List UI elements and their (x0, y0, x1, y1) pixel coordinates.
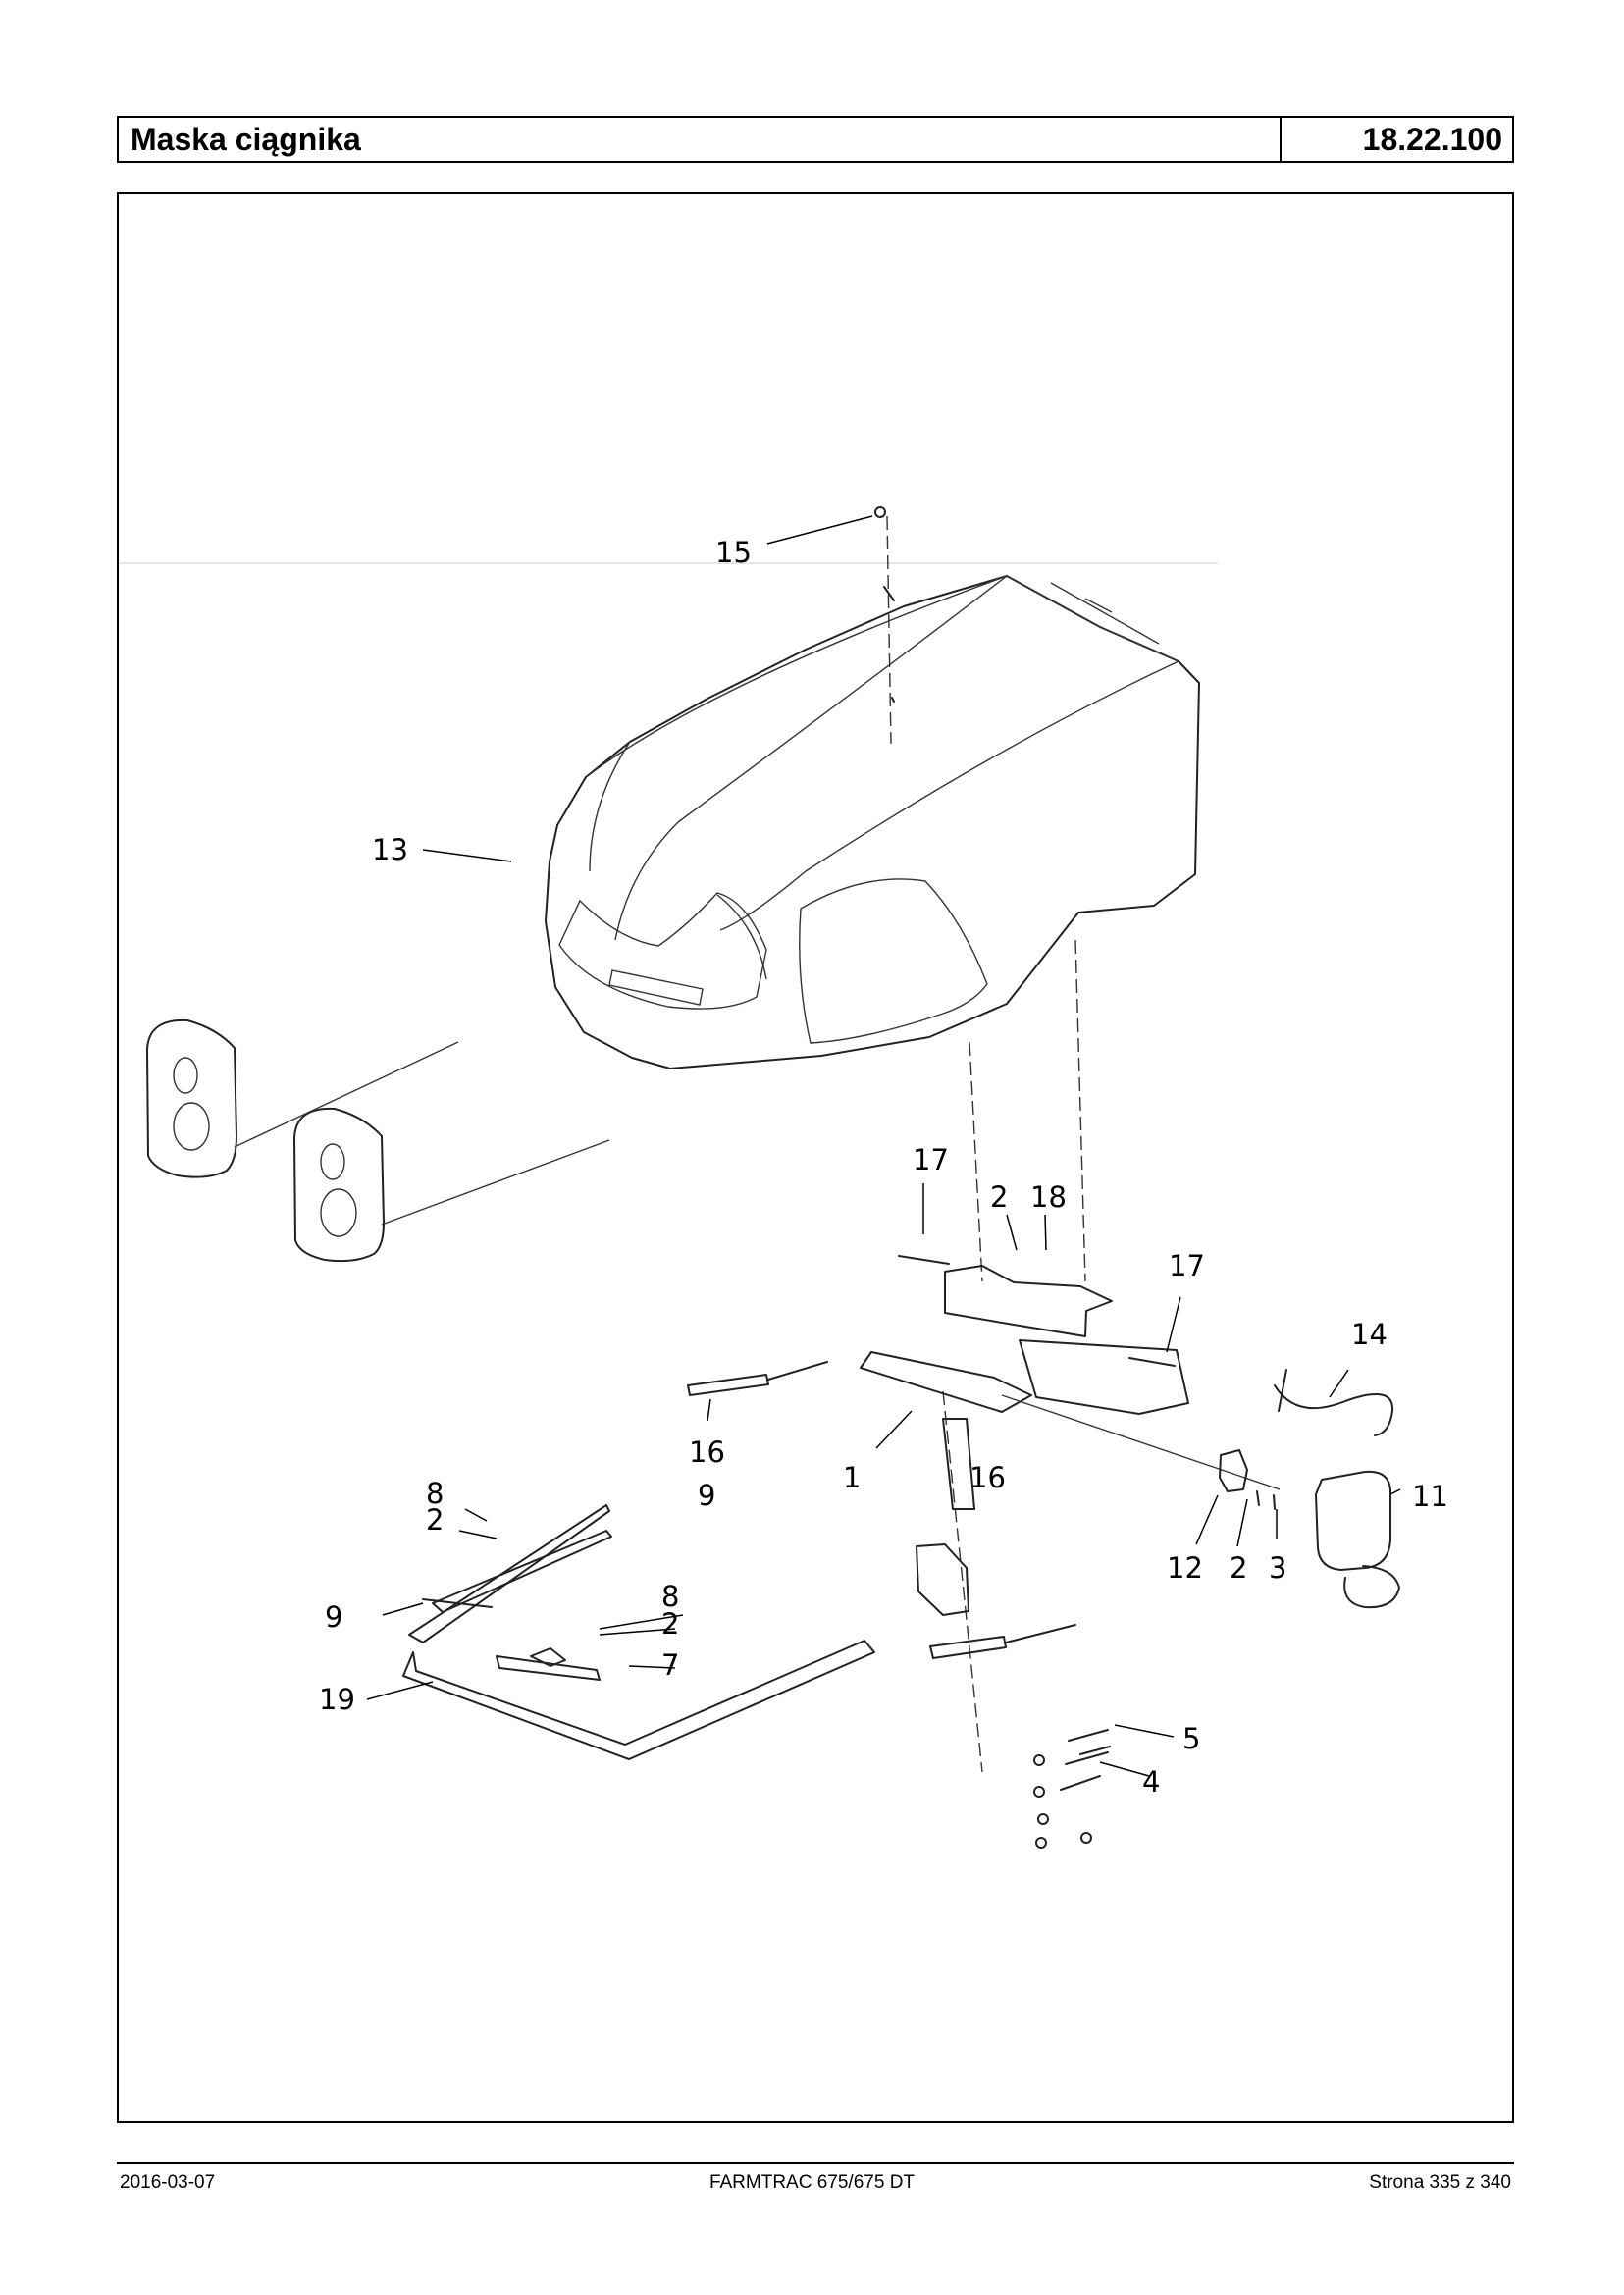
footer-date: 2016-03-07 (120, 2172, 216, 2193)
callout-labels: 15 13 17 2 18 17 14 16 9 1 16 11 12 2 3 … (319, 536, 1448, 1799)
lever-assembly-part (402, 1504, 875, 1760)
hood-part (545, 575, 1200, 1069)
footer-divider (117, 2162, 1514, 2164)
callout-17b: 17 (1169, 1249, 1205, 1282)
diagram-canvas: 15 13 17 2 18 17 14 16 9 1 16 11 12 2 3 … (119, 506, 1448, 1849)
callout-9a: 9 (698, 1479, 715, 1512)
callout-3: 3 (1269, 1551, 1286, 1585)
gas-strut-part (687, 1361, 1076, 1659)
callout-2d: 2 (661, 1607, 679, 1641)
callout-4: 4 (1142, 1765, 1160, 1799)
callout-7: 7 (661, 1648, 679, 1682)
callout-2a: 2 (990, 1180, 1008, 1214)
callout-9b: 9 (325, 1600, 342, 1634)
callout-5: 5 (1182, 1722, 1200, 1755)
section-code: 18.22.100 (1362, 122, 1502, 157)
callout-11: 11 (1412, 1480, 1448, 1513)
callout-16b: 16 (969, 1461, 1006, 1494)
callout-13: 13 (372, 833, 408, 866)
callout-15: 15 (715, 536, 752, 569)
callout-2c: 2 (426, 1503, 444, 1537)
reservoir-part (1274, 1369, 1400, 1609)
title-bar: Maska ciągnika 18.22.100 (117, 116, 1514, 163)
callout-18: 18 (1030, 1180, 1067, 1214)
footer-model: FARMTRAC 675/675 DT (708, 2172, 916, 2193)
screw-part-15 (874, 506, 895, 703)
bolt-set-part (1033, 1729, 1111, 1849)
callout-1: 1 (843, 1461, 861, 1494)
callout-leaders (366, 515, 1401, 1777)
pin-part-17 (898, 1255, 1176, 1367)
callout-2b: 2 (1230, 1551, 1247, 1585)
callout-19: 19 (319, 1683, 355, 1716)
page-title: Maska ciągnika (119, 118, 1282, 161)
exploded-view-diagram: 15 13 17 2 18 17 14 16 9 1 16 11 12 2 3 … (117, 192, 1514, 2123)
latch-part (1219, 1449, 1276, 1510)
callout-16a: 16 (689, 1435, 725, 1469)
side-panel-right (293, 1107, 385, 1263)
callout-8a: 8 (426, 1477, 444, 1510)
callout-12: 12 (1167, 1551, 1203, 1585)
front-bracket-part (860, 1265, 1281, 1616)
footer-page-number: Strona 335 z 340 (1369, 2172, 1511, 2193)
callout-8b: 8 (661, 1580, 679, 1613)
side-panel-left (146, 1018, 237, 1178)
callout-14: 14 (1351, 1318, 1388, 1351)
callout-17a: 17 (913, 1143, 949, 1176)
